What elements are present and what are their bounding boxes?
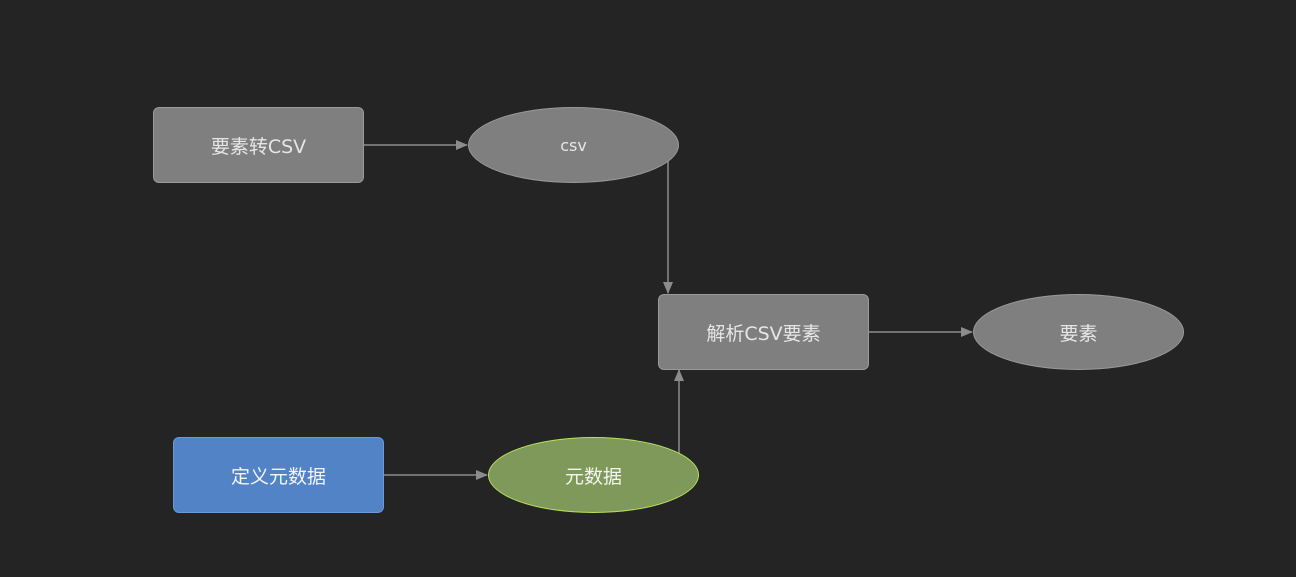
- node-parse-csv-features-label: 解析CSV要素: [706, 322, 821, 345]
- node-metadata-label: 元数据: [564, 465, 622, 488]
- node-features-to-csv[interactable]: 要素转CSV: [153, 107, 364, 183]
- node-metadata[interactable]: 元数据: [488, 437, 699, 513]
- node-csv-label: csv: [560, 135, 587, 155]
- node-define-metadata-label: 定义元数据: [230, 465, 326, 488]
- node-csv[interactable]: csv: [468, 107, 679, 183]
- node-parse-csv-features[interactable]: 解析CSV要素: [658, 294, 869, 370]
- node-features[interactable]: 要素: [973, 294, 1184, 370]
- node-features-to-csv-label: 要素转CSV: [210, 135, 307, 158]
- node-define-metadata[interactable]: 定义元数据: [173, 437, 384, 513]
- node-features-label: 要素: [1059, 322, 1098, 345]
